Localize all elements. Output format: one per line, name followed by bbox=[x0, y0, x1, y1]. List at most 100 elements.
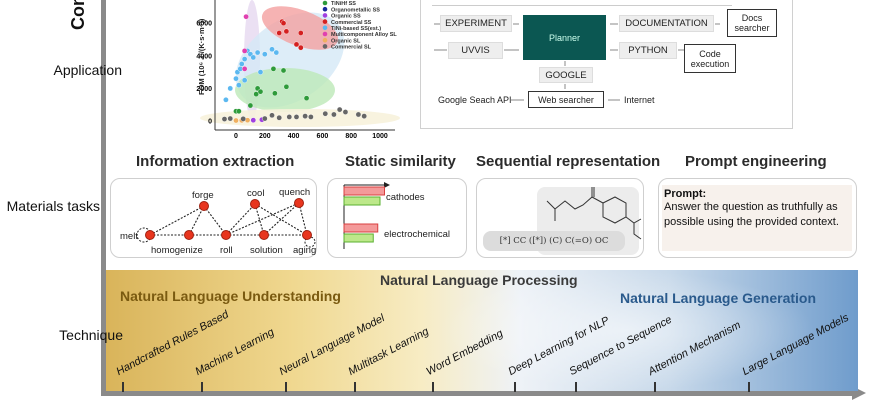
scatter-point bbox=[241, 77, 248, 84]
scatter-point bbox=[331, 111, 337, 118]
legend-marker bbox=[322, 31, 328, 37]
timeline-tick bbox=[201, 382, 203, 392]
graph-node-label: forge bbox=[192, 190, 214, 201]
scatter-point bbox=[241, 56, 248, 62]
scatter-point bbox=[250, 117, 257, 123]
row-label-application: Application bbox=[53, 62, 123, 78]
scatter-point bbox=[280, 67, 287, 74]
legend-label: Organic SL bbox=[331, 38, 361, 44]
graph-node-label: solution bbox=[250, 245, 283, 256]
graph-edge bbox=[263, 202, 300, 236]
timeline-tick bbox=[122, 382, 124, 392]
legend-label: TiNiHf SS bbox=[331, 1, 356, 7]
timeline-tick bbox=[575, 382, 577, 392]
graph-edge bbox=[225, 203, 256, 236]
graph-node-forge bbox=[199, 201, 209, 211]
graph-node-solution bbox=[259, 230, 269, 240]
scatter-point bbox=[227, 85, 234, 92]
graph-node-label: aging bbox=[293, 245, 316, 256]
graph-edge bbox=[149, 205, 205, 236]
smiles-string: [*] CC ([*]) (C) C(=O) OC bbox=[483, 231, 625, 251]
x-tick-label: 800 bbox=[345, 133, 357, 140]
scatter-point bbox=[283, 28, 290, 35]
scatter-point bbox=[298, 30, 304, 36]
timeline-horizontal-axis bbox=[101, 391, 855, 396]
bar-red bbox=[343, 186, 385, 196]
sequential-representation-panel: [*] CC ([*]) (C) C(=O) OC bbox=[476, 178, 644, 258]
scatter-point bbox=[236, 108, 242, 115]
scatter-point bbox=[262, 115, 268, 122]
graph-node-aging bbox=[302, 230, 312, 240]
sequential-representation-title: Sequential representation bbox=[476, 153, 661, 170]
legend-marker bbox=[322, 37, 328, 43]
scatter-point bbox=[298, 44, 304, 51]
axis-arrow-icon bbox=[384, 182, 390, 188]
y-tick-label: 6000 bbox=[196, 21, 212, 28]
legend-marker bbox=[322, 25, 328, 31]
graph-node-label: quench bbox=[279, 187, 310, 198]
scatter-point bbox=[355, 111, 362, 118]
graph-node-roll bbox=[221, 230, 231, 240]
row-label-computation: Com bbox=[68, 0, 88, 30]
scatter-point bbox=[361, 113, 367, 119]
legend-label: Organic SS bbox=[331, 14, 361, 20]
documentation-tool: DOCUMENTATION bbox=[619, 15, 714, 32]
prompt-label: Prompt: bbox=[664, 188, 707, 200]
graph-node-label: cool bbox=[247, 188, 264, 199]
scatter-point bbox=[241, 66, 248, 72]
scatter-point bbox=[233, 75, 239, 82]
timeline-vertical-axis bbox=[101, 0, 106, 396]
nlu-label: Natural Language Understanding bbox=[120, 288, 341, 304]
google-search-api-label: Google Seach API bbox=[438, 95, 512, 105]
scatter-point bbox=[293, 41, 300, 48]
scatter-point bbox=[308, 114, 314, 120]
planner-box: Planner bbox=[523, 15, 606, 60]
scatter-point bbox=[262, 51, 268, 57]
static-similarity-title: Static similarity bbox=[345, 153, 456, 170]
x-tick-label: 200 bbox=[259, 133, 271, 140]
code-execution-box: Code execution bbox=[684, 44, 736, 73]
x-tick-label: 0 bbox=[234, 133, 238, 140]
google-tool: GOOGLE bbox=[539, 67, 593, 83]
legend-marker bbox=[322, 0, 328, 6]
technique-band bbox=[106, 270, 858, 391]
graph-edge bbox=[188, 205, 205, 236]
scatter-point bbox=[336, 106, 343, 113]
scatter-point bbox=[283, 83, 290, 90]
legend-marker bbox=[322, 13, 328, 18]
scatter-point bbox=[247, 102, 254, 109]
graph-node-label: homogenize bbox=[151, 245, 203, 256]
scatter-point bbox=[269, 46, 275, 53]
legend-label: TiNi-based SS(est.) bbox=[331, 26, 381, 32]
timeline-tick bbox=[654, 382, 656, 392]
scatter-point bbox=[286, 114, 293, 120]
legend-label: Commercial SS bbox=[331, 20, 372, 26]
scatter-point bbox=[303, 95, 310, 101]
nlg-label: Natural Language Generation bbox=[620, 290, 817, 306]
scatter-point bbox=[257, 88, 264, 95]
molecule-structure-icon bbox=[546, 187, 642, 240]
legend-label: Multicomponent Alloy SL bbox=[331, 32, 397, 38]
timeline-tick bbox=[432, 382, 434, 392]
scatter-point bbox=[223, 97, 229, 103]
scatter-point bbox=[280, 20, 287, 27]
web-searcher-box: Web searcher bbox=[528, 91, 604, 108]
scatter-point bbox=[236, 82, 242, 88]
legend-marker bbox=[322, 44, 328, 49]
docs-searcher-box: Docs searcher bbox=[727, 9, 777, 37]
overlap-highlight bbox=[436, 270, 816, 391]
scatter-point bbox=[233, 117, 239, 124]
timeline-tick bbox=[285, 382, 287, 392]
timeline-tick bbox=[514, 382, 516, 392]
uvvis-tool: UVVIS bbox=[448, 42, 503, 59]
graph-node-quench bbox=[294, 198, 304, 208]
scatter-point bbox=[342, 109, 349, 115]
scatter-point bbox=[238, 61, 245, 67]
bar-red bbox=[343, 223, 379, 233]
prompt-engineering-title: Prompt engineering bbox=[685, 153, 827, 170]
internet-label: Internet bbox=[624, 95, 655, 105]
x-tick-label: 600 bbox=[317, 133, 329, 140]
region-commercial-ss bbox=[261, 6, 339, 50]
